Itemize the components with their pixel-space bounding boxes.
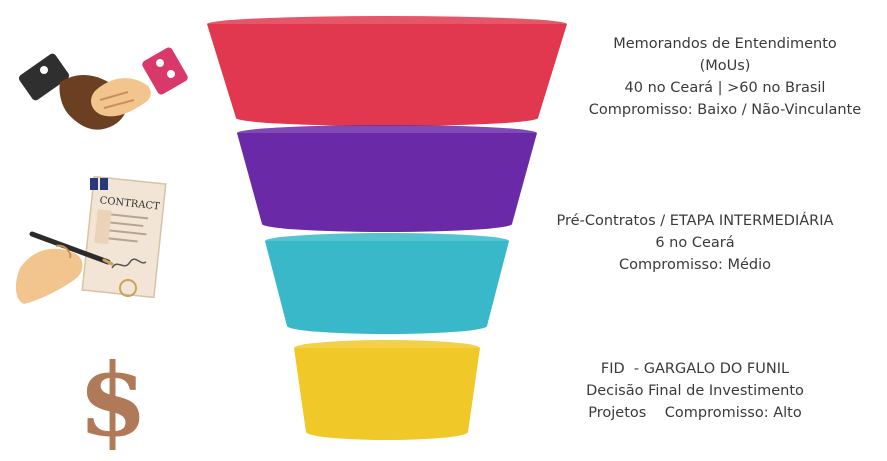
stage-label-line: 40 no Ceará | >60 no Brasil xyxy=(624,80,826,96)
stage-label-line: Compromisso: Baixo / Não-Vinculante xyxy=(588,102,862,118)
stage-label-line: FID - GARGALO DO FUNIL xyxy=(600,361,790,377)
funnel-segment-3 xyxy=(265,233,509,334)
funnel-segment-1 xyxy=(207,16,567,126)
stage-label-line: Memorandos de Entendimento xyxy=(613,36,837,52)
stage-label-line: 6 no Ceará xyxy=(655,235,735,251)
handshake-icon xyxy=(18,47,188,130)
stage-label-memorandos: Memorandos de Entendimento (MoUs) 40 no … xyxy=(560,33,887,121)
signing-contract-icon: CONTRACT xyxy=(15,175,167,304)
funnel-segment-4 xyxy=(294,340,480,440)
stage-label-pre-contratos: Pré-Contratos / ETAPA INTERMEDIÁRIA 6 no… xyxy=(530,210,860,276)
stage-label-fid: FID - GARGALO DO FUNIL Decisão Final de … xyxy=(530,358,860,424)
funnel-segment-2 xyxy=(237,125,537,232)
stage-label-line: Decisão Final de Investimento xyxy=(586,383,804,399)
stage-label-line: Pré-Contratos / ETAPA INTERMEDIÁRIA xyxy=(556,213,834,229)
stage-label-line: Projetos Compromisso: Alto xyxy=(588,405,802,421)
stage-label-line: (MoUs) xyxy=(699,58,751,74)
dollar-sign-icon: $ xyxy=(78,341,148,459)
stage-label-line: Compromisso: Médio xyxy=(618,257,771,273)
